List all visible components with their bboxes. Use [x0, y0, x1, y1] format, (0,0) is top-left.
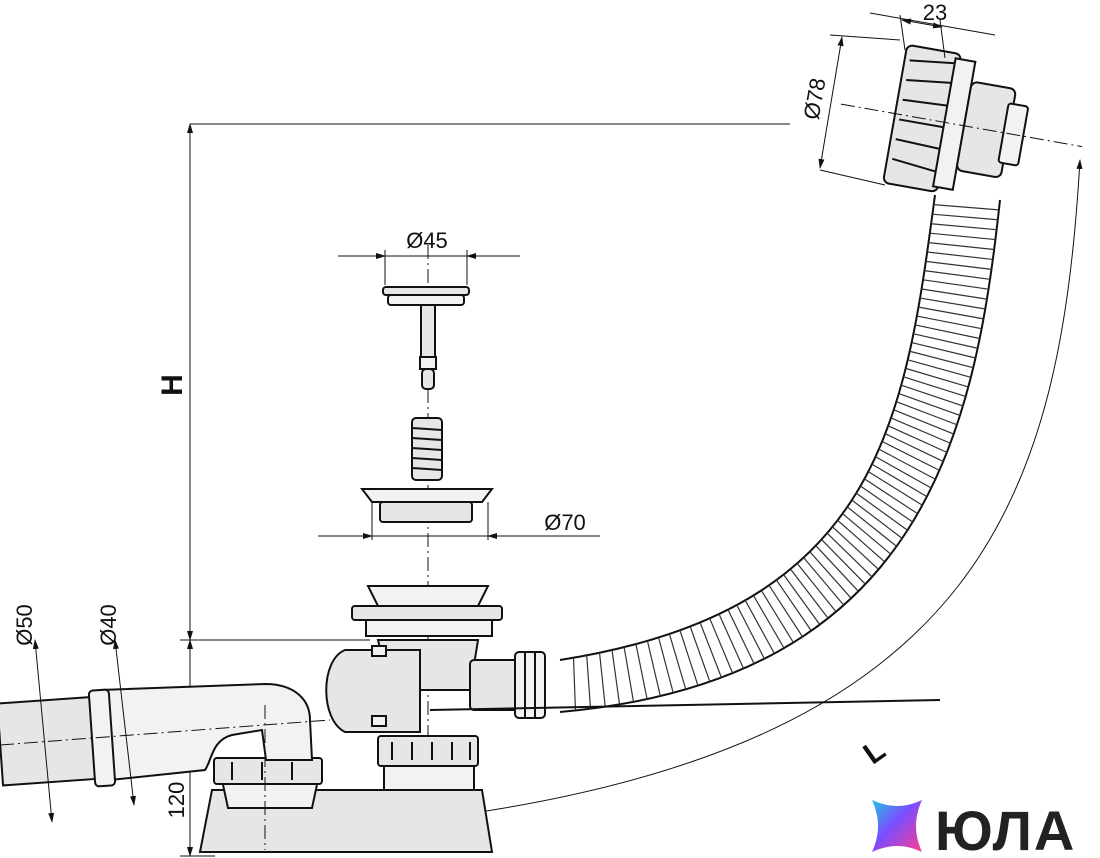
- hose-rib: [909, 350, 974, 369]
- hose-rib: [846, 506, 897, 547]
- hose-rib: [744, 600, 775, 654]
- hose-rib: [709, 618, 734, 674]
- overflow-diameter-label: Ø78: [799, 76, 831, 121]
- hose-rib: [911, 341, 976, 359]
- plug-assembly: Ø45: [338, 228, 520, 390]
- hose-rib: [826, 532, 873, 578]
- hose-rib: [815, 545, 859, 592]
- hose-rib: [931, 223, 997, 231]
- overflow-depth-dimension: 23: [869, 0, 996, 59]
- outlet-inner-diameter-label: Ø40: [96, 604, 121, 646]
- hose-rib: [718, 613, 745, 669]
- hose-rib: [851, 499, 903, 539]
- hose-rib: [646, 640, 661, 697]
- hose-rib: [809, 551, 852, 599]
- hose-rib: [896, 401, 958, 426]
- hose-rib: [821, 539, 866, 585]
- hose-rib: [929, 232, 996, 241]
- hose-rib: [689, 626, 711, 682]
- spring: [411, 417, 443, 481]
- flange-diameter-label: Ø70: [544, 510, 586, 535]
- trap-body: [198, 585, 941, 853]
- height-dimension: H: [156, 123, 790, 641]
- hose-rib: [803, 557, 845, 606]
- brand-logo-icon: [872, 800, 922, 852]
- hose-rib: [598, 652, 606, 707]
- hose-rib: [736, 604, 765, 660]
- plug-diameter-label: Ø45: [406, 228, 448, 253]
- hose-rib: [623, 647, 635, 702]
- hose-rib: [727, 609, 755, 665]
- hose-rib: [586, 655, 592, 709]
- hose-rib: [907, 359, 971, 378]
- outlet-diameter-dimensions: Ø50 Ø40: [12, 604, 136, 823]
- hose-rib: [918, 306, 984, 320]
- drain-flange: Ø70: [318, 488, 600, 540]
- hose-rib: [658, 637, 674, 693]
- outlet-pipe: [0, 682, 331, 850]
- hose-rib: [922, 279, 989, 290]
- corrugated-hose: [559, 194, 1001, 713]
- hose-rib: [901, 384, 964, 407]
- hose-rib: [933, 204, 999, 211]
- brand-name: ЮЛА: [935, 799, 1076, 858]
- trap-height-label: 120: [164, 782, 189, 819]
- hose-rib: [832, 526, 879, 570]
- hose-rib: [842, 513, 892, 555]
- hose-rib: [611, 649, 621, 705]
- overflow-depth-label: 23: [923, 0, 947, 25]
- hose-rib: [635, 644, 648, 700]
- hose-rib: [924, 270, 991, 280]
- hose-rib: [860, 485, 913, 523]
- hose-rib: [898, 392, 961, 416]
- hose-rib: [699, 622, 722, 678]
- length-label: L: [858, 733, 892, 771]
- hose-rib: [928, 242, 995, 251]
- hose-rib: [927, 251, 993, 261]
- hose-rib: [903, 376, 966, 398]
- hose-rib: [921, 288, 988, 300]
- hose-rib: [925, 260, 992, 270]
- brand-logo: ЮЛА: [872, 799, 1076, 858]
- hose-rib: [837, 519, 886, 563]
- hose-rib: [868, 471, 923, 506]
- hose-rib: [893, 409, 955, 435]
- hose-rib: [864, 478, 918, 515]
- hose-rib: [905, 367, 969, 388]
- overflow-assembly: [840, 44, 1083, 193]
- hose-rib: [572, 657, 577, 711]
- outlet-outer-diameter-label: Ø50: [12, 604, 37, 646]
- hose-rib: [919, 297, 986, 310]
- height-label: H: [156, 374, 189, 396]
- hose-rib: [855, 492, 908, 531]
- hose-rib: [796, 563, 837, 613]
- hose-rib: [932, 213, 998, 221]
- overflow-diameter-dimension: Ø78: [799, 34, 901, 186]
